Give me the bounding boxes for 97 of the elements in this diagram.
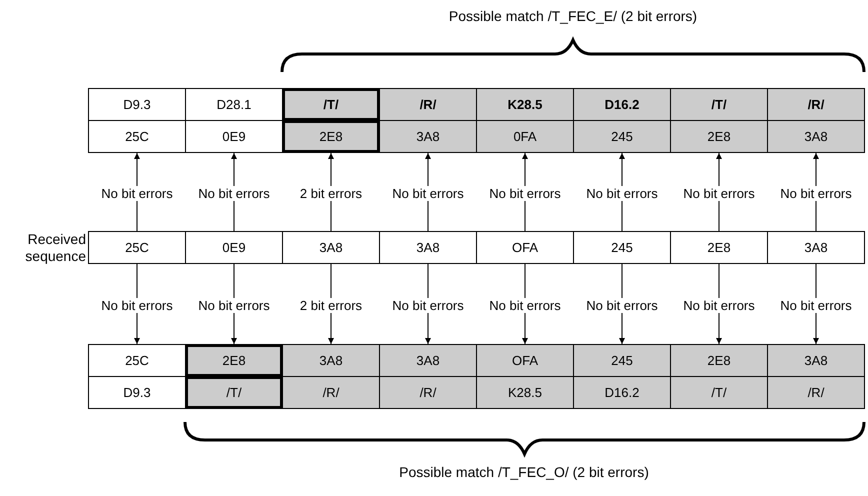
table-cell (573, 344, 671, 377)
table-cell (573, 120, 671, 153)
table-cell (379, 88, 477, 121)
cell-text: /T/ (711, 385, 727, 400)
cell-text: 3A8 (416, 353, 440, 368)
cell-text: 0E9 (222, 129, 246, 144)
table-cell (379, 376, 477, 409)
cell-text: 3A8 (319, 240, 343, 255)
table-cell (573, 376, 671, 409)
cell-text: 2E8 (222, 353, 246, 368)
cell-text: /R/ (808, 97, 824, 112)
edge-label: No bit errors (391, 186, 465, 201)
table-cell (573, 88, 671, 121)
cell-text: /R/ (420, 385, 436, 400)
table-cell (476, 120, 574, 153)
cell-text: /R/ (420, 97, 436, 112)
cell-text: D9.3 (123, 385, 151, 400)
cell-text: 245 (611, 240, 633, 255)
cell-text: 25C (125, 353, 149, 368)
row-label: Received sequence (24, 231, 86, 265)
cell-text: K28.5 (508, 97, 542, 112)
cell-text: 3A8 (319, 353, 343, 368)
table-cell (88, 120, 186, 153)
cell-text: 2E8 (707, 129, 731, 144)
cell-text: D9.3 (123, 97, 151, 112)
cell-text: 2E8 (707, 353, 731, 368)
cell-text: 3A8 (416, 129, 440, 144)
table-cell (670, 120, 768, 153)
table-cell (379, 344, 477, 377)
table-cell (573, 231, 671, 264)
cell-text: 0FA (513, 129, 537, 144)
edge-label: No bit errors (682, 298, 756, 313)
cell-text: D16.2 (604, 97, 640, 112)
cell-text: 3A8 (416, 240, 440, 255)
table-cell (670, 376, 768, 409)
cell-text: /R/ (322, 385, 340, 400)
edge-label: 2 bit errors (298, 298, 364, 313)
table-cell (88, 231, 186, 264)
cell-text: 2E8 (707, 240, 731, 255)
table-cell (282, 376, 380, 409)
table-cell (670, 231, 768, 264)
edge-label: No bit errors (488, 298, 562, 313)
table-cell (767, 376, 865, 409)
cell-text: 25C (125, 129, 149, 144)
table-cell (282, 344, 380, 377)
edge-label: No bit errors (779, 186, 853, 201)
edge-label: No bit errors (779, 298, 853, 313)
table-cell (670, 344, 768, 377)
table-cell (767, 344, 865, 377)
table-cell (476, 344, 574, 377)
cell-text: 25C (125, 240, 149, 255)
table-cell (88, 88, 186, 121)
table-cell (379, 120, 477, 153)
table-cell (282, 120, 380, 153)
table-cell (767, 120, 865, 153)
cell-text: /R/ (808, 385, 824, 400)
edge-label: 2 bit errors (298, 186, 364, 201)
cell-text: 245 (611, 129, 633, 144)
table-cell (282, 231, 380, 264)
cell-text: D16.2 (604, 385, 640, 400)
edge-label: No bit errors (585, 186, 659, 201)
edge-label: No bit errors (197, 186, 271, 201)
cell-text: /T/ (323, 97, 339, 112)
table-cell (185, 231, 283, 264)
cell-text: OFA (512, 353, 538, 368)
table-cell (88, 344, 186, 377)
table-cell (670, 88, 768, 121)
table-cell (379, 231, 477, 264)
cell-text: 0E9 (222, 240, 246, 255)
table-cell (88, 376, 186, 409)
table-cell (476, 231, 574, 264)
bracket-caption: Possible match /T_FEC_E/ (2 bit errors) (448, 8, 698, 24)
table-cell (476, 376, 574, 409)
table-cell (767, 88, 865, 121)
cell-text: K28.5 (508, 385, 542, 400)
cell-text: D28.1 (216, 97, 252, 112)
edge-label: No bit errors (100, 298, 174, 313)
table-cell (185, 344, 283, 377)
cell-text: 3A8 (804, 353, 828, 368)
edge-label: No bit errors (197, 298, 271, 313)
edge-label: No bit errors (488, 186, 562, 201)
cell-text: /T/ (226, 385, 242, 400)
table-cell (185, 376, 283, 409)
cell-text: 245 (611, 353, 633, 368)
bracket-caption: Possible match /T_FEC_O/ (2 bit errors) (399, 464, 649, 480)
cell-text: 3A8 (804, 240, 828, 255)
cell-text: 3A8 (804, 129, 828, 144)
cell-text: /T/ (711, 97, 727, 112)
cell-text: OFA (512, 240, 538, 255)
edge-label: No bit errors (682, 186, 756, 201)
table-cell (767, 231, 865, 264)
table-cell (476, 88, 574, 121)
edge-label: No bit errors (585, 298, 659, 313)
table-cell (282, 88, 380, 121)
edge-label: No bit errors (391, 298, 465, 313)
edge-label: No bit errors (100, 186, 174, 201)
cell-text: 2E8 (319, 129, 343, 144)
